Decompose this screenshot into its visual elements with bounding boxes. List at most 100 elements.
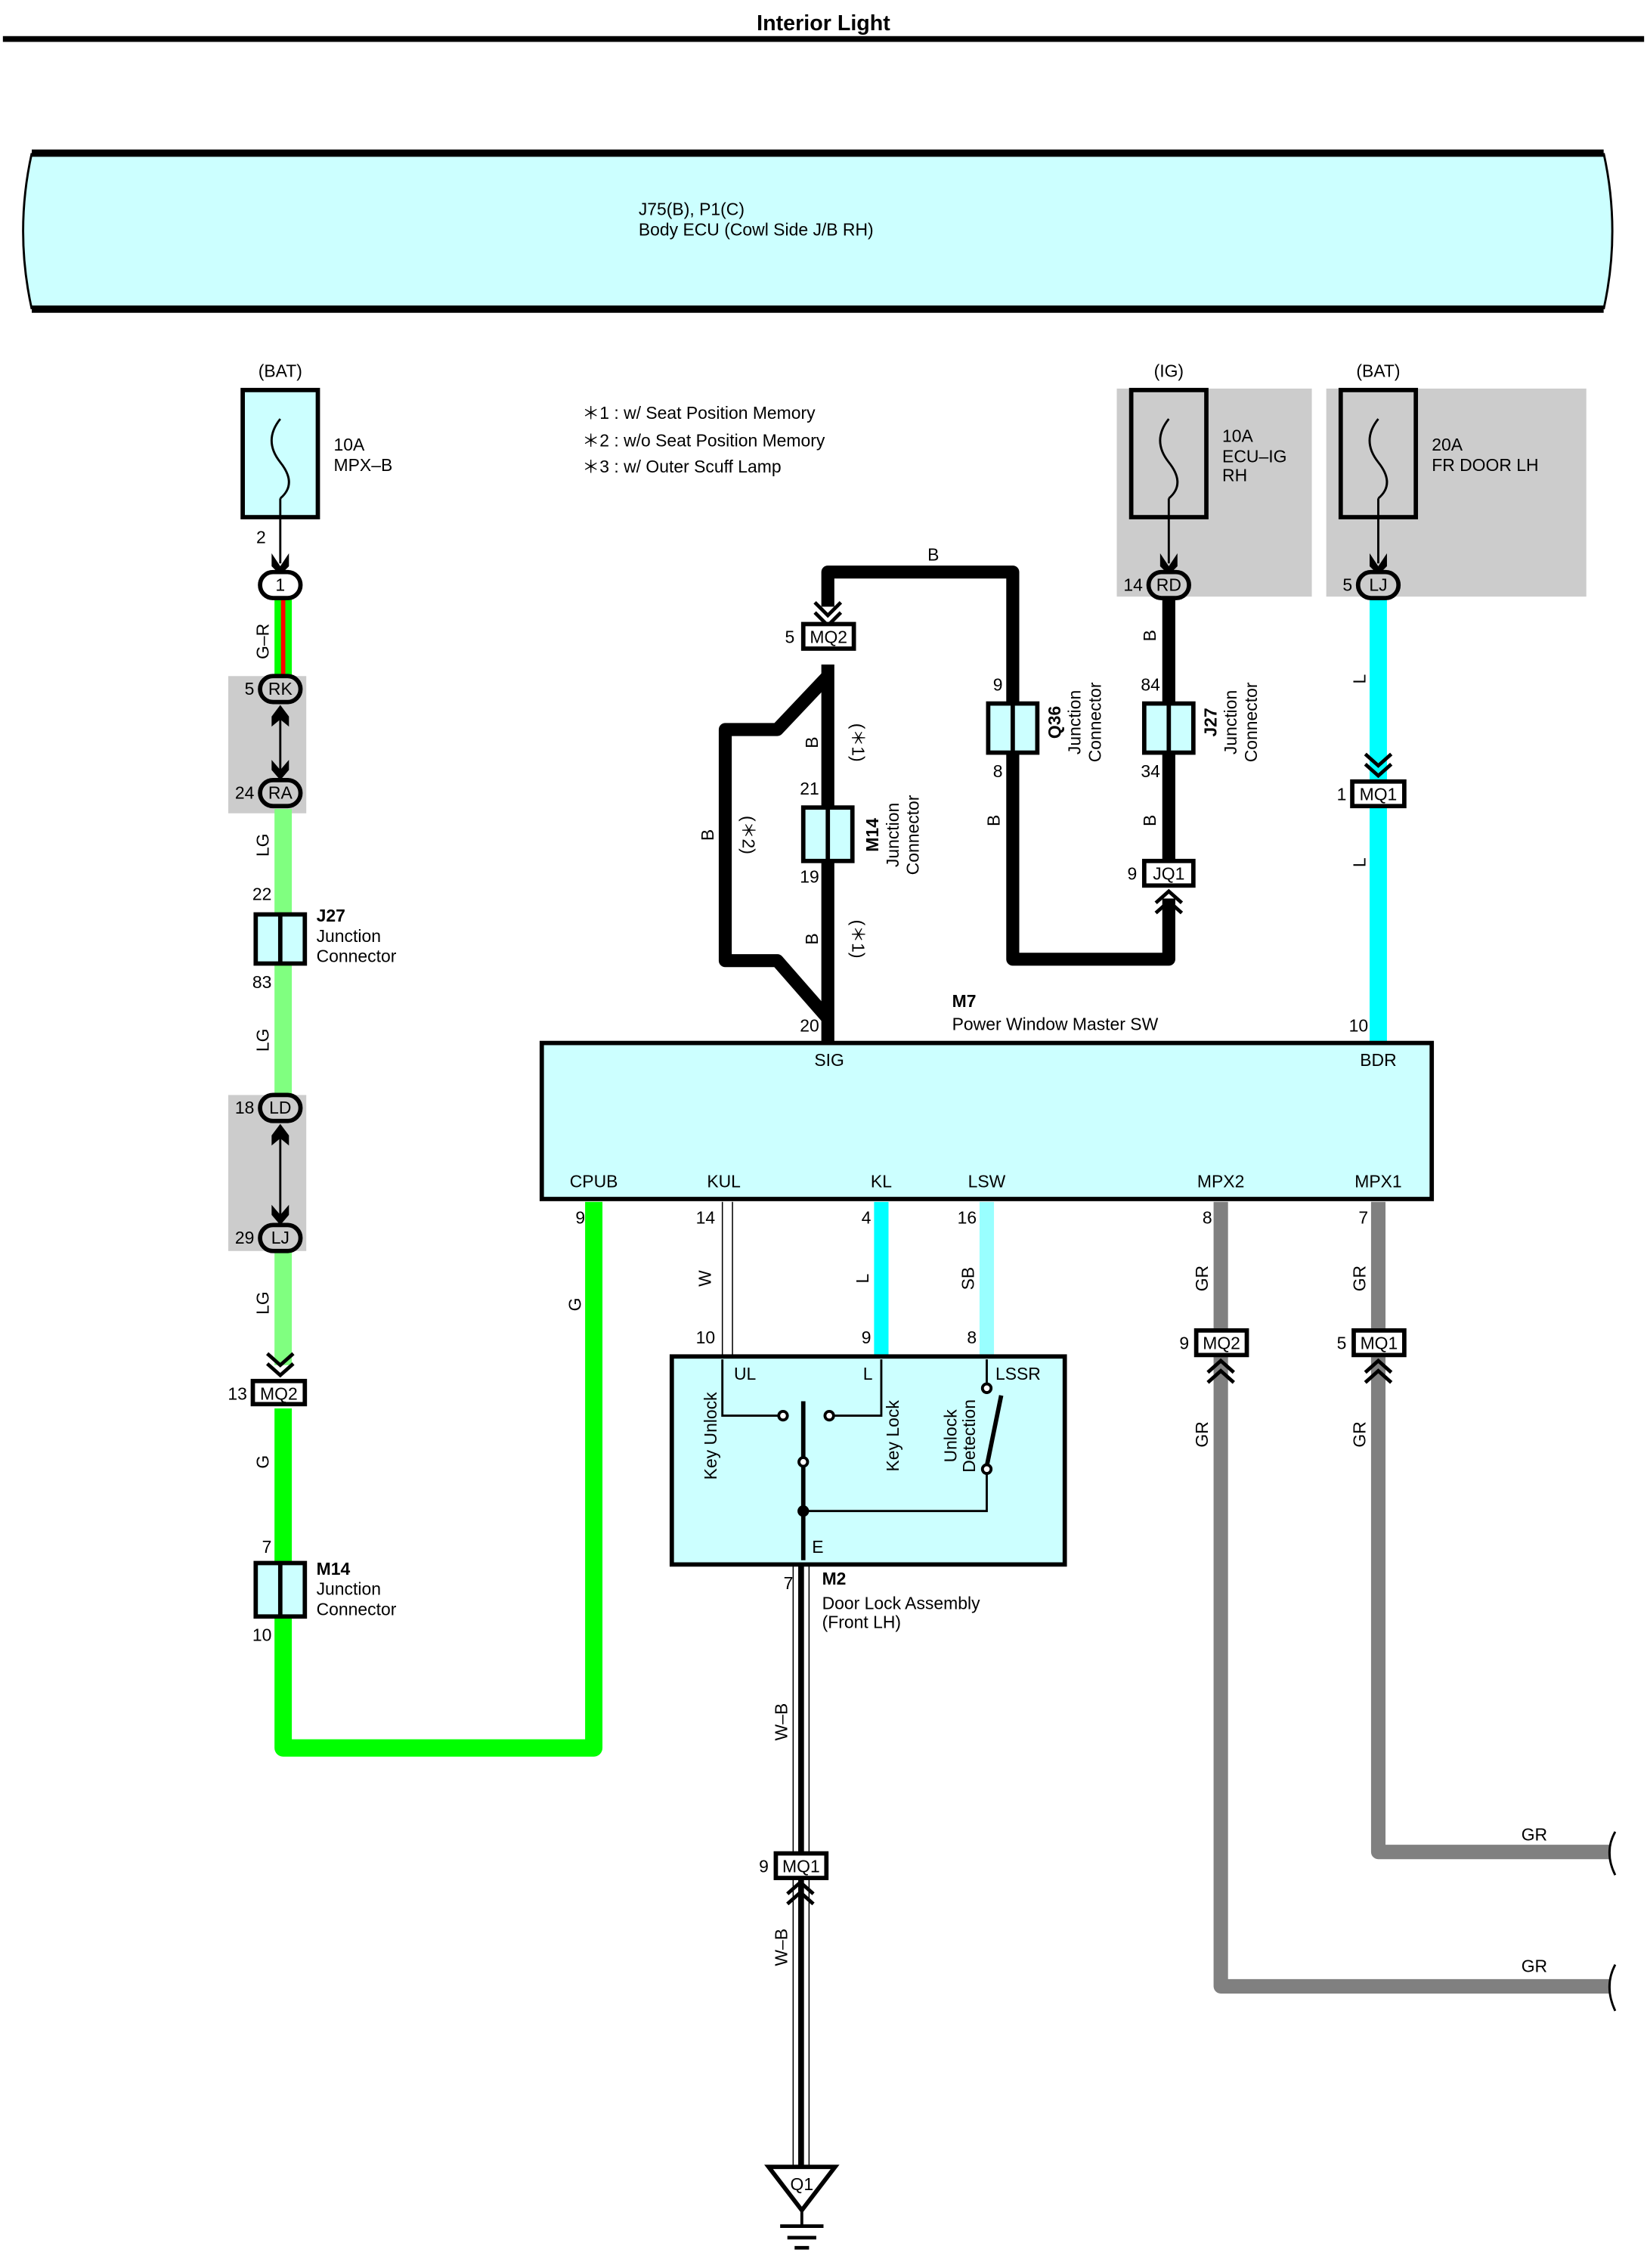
fuse-ecu-ig: (IG) 10A ECU–IG RH bbox=[1128, 361, 1286, 575]
svg-text:9: 9 bbox=[575, 1207, 585, 1227]
svg-text:KL: KL bbox=[871, 1172, 892, 1191]
fuse-icon bbox=[1159, 418, 1179, 500]
wire-label: B bbox=[802, 737, 822, 748]
svg-text:29: 29 bbox=[235, 1228, 255, 1247]
wire-sb bbox=[979, 1201, 995, 1359]
wire-l-kl bbox=[874, 1201, 889, 1359]
switch-blade bbox=[984, 1395, 1004, 1467]
note-ref: (＊2) bbox=[738, 816, 758, 854]
svg-text:5: 5 bbox=[1342, 575, 1352, 595]
svg-text:LSW: LSW bbox=[968, 1172, 1006, 1191]
svg-text:ECU–IG: ECU–IG bbox=[1222, 446, 1286, 466]
svg-text:1: 1 bbox=[1337, 785, 1347, 804]
svg-text:14: 14 bbox=[696, 1207, 716, 1227]
svg-text:Junction: Junction bbox=[317, 1579, 381, 1599]
body-ecu-box bbox=[23, 153, 1613, 309]
connector-arrow-icon bbox=[1154, 888, 1184, 915]
wire-label: W–B bbox=[772, 1929, 791, 1966]
svg-text:Key Unlock: Key Unlock bbox=[701, 1392, 720, 1479]
svg-text:(Front LH): (Front LH) bbox=[822, 1613, 901, 1632]
wire-label: L bbox=[1349, 857, 1369, 867]
wire-label: W–B bbox=[772, 1703, 791, 1741]
svg-text:UL: UL bbox=[734, 1364, 756, 1383]
svg-text:SIG: SIG bbox=[814, 1050, 844, 1070]
svg-text:18: 18 bbox=[235, 1098, 255, 1117]
note-1: ＊1 : w/ Seat Position Memory bbox=[582, 403, 816, 423]
svg-text:Connector: Connector bbox=[1085, 682, 1104, 762]
wire-label: L bbox=[1349, 674, 1369, 684]
svg-text:9: 9 bbox=[759, 1856, 769, 1876]
wire-label: B bbox=[1140, 630, 1159, 641]
wire-gr-mpx1 bbox=[1370, 1201, 1611, 1860]
svg-text:9: 9 bbox=[1128, 864, 1138, 884]
connector-mq2-center: MQ2 5 bbox=[785, 621, 856, 651]
svg-text:MQ1: MQ1 bbox=[1361, 1334, 1398, 1353]
m7-pin-labels: 9 14 4 16 8 7 G W L SB GR GR bbox=[565, 1207, 1369, 1311]
body-ecu-code: J75(B), P1(C) bbox=[639, 200, 745, 219]
svg-text:Q36: Q36 bbox=[1045, 706, 1064, 739]
svg-text:Junction: Junction bbox=[1065, 690, 1085, 754]
svg-text:MQ2: MQ2 bbox=[810, 627, 847, 646]
svg-text:LD: LD bbox=[269, 1098, 291, 1117]
wire-label: B bbox=[927, 544, 939, 564]
svg-text:Junction: Junction bbox=[1221, 690, 1240, 754]
svg-text:Connector: Connector bbox=[903, 795, 923, 875]
m7-power-window-master-sw: M7 Power Window Master SW 20 10 SIG BDR … bbox=[539, 991, 1435, 1201]
svg-text:LSSR: LSSR bbox=[995, 1364, 1041, 1383]
connector-arrow-icon bbox=[1364, 1358, 1393, 1384]
splice-ld: LD 18 bbox=[235, 1092, 303, 1123]
svg-text:24: 24 bbox=[235, 783, 255, 803]
wire-label: LG bbox=[253, 1291, 273, 1315]
svg-text:10: 10 bbox=[1349, 1015, 1369, 1035]
wire-label: LG bbox=[253, 1029, 273, 1052]
wire-lg-2 bbox=[274, 1249, 293, 1365]
svg-text:L: L bbox=[863, 1364, 873, 1383]
svg-text:5: 5 bbox=[785, 627, 795, 646]
svg-text:20: 20 bbox=[800, 1015, 819, 1035]
svg-text:7: 7 bbox=[784, 1573, 794, 1593]
svg-text:2: 2 bbox=[256, 527, 266, 547]
svg-text:21: 21 bbox=[800, 779, 819, 798]
svg-text:7: 7 bbox=[262, 1537, 272, 1557]
connector-mq1-ground: MQ1 9 bbox=[759, 1851, 829, 1880]
wire-g bbox=[274, 1201, 603, 1757]
svg-text:MPX–B: MPX–B bbox=[334, 455, 393, 475]
svg-text:L: L bbox=[853, 1274, 872, 1284]
svg-text:CPUB: CPUB bbox=[570, 1172, 618, 1191]
junction-q36: 9 8 Q36 Junction Connector bbox=[986, 674, 1104, 781]
svg-text:10A: 10A bbox=[1222, 426, 1254, 446]
svg-text:1: 1 bbox=[275, 575, 285, 595]
svg-text:10: 10 bbox=[696, 1328, 716, 1347]
svg-text:16: 16 bbox=[958, 1207, 977, 1227]
fuse-icon bbox=[1368, 418, 1388, 500]
wire-label: B bbox=[984, 815, 1004, 826]
svg-text:83: 83 bbox=[252, 972, 272, 992]
svg-text:M7: M7 bbox=[952, 991, 977, 1011]
svg-text:4: 4 bbox=[862, 1207, 871, 1227]
wire-label: LG bbox=[253, 834, 273, 857]
splice-lj-right: LJ 5 bbox=[1342, 569, 1401, 600]
fuse-icon bbox=[271, 418, 290, 500]
svg-text:Q1: Q1 bbox=[791, 2174, 814, 2194]
svg-text:MQ2: MQ2 bbox=[1203, 1334, 1240, 1353]
svg-text:KUL: KUL bbox=[707, 1172, 741, 1191]
arrow-down-icon bbox=[271, 553, 289, 575]
junction-m14-center: 21 19 M14 Junction Connector bbox=[800, 779, 922, 887]
note-2: ＊2 : w/o Seat Position Memory bbox=[582, 430, 825, 450]
arrow-up-icon bbox=[271, 705, 289, 727]
svg-text:14: 14 bbox=[1123, 575, 1143, 595]
wire-label: G bbox=[253, 1455, 273, 1469]
svg-text:RH: RH bbox=[1222, 465, 1247, 485]
svg-text:Connector: Connector bbox=[1241, 682, 1261, 762]
svg-text:BDR: BDR bbox=[1360, 1050, 1396, 1070]
connector-arrow-icon bbox=[1364, 752, 1393, 779]
splice-bg-bat bbox=[1326, 389, 1587, 597]
break-icon bbox=[1608, 1964, 1617, 2012]
continuation-label: GR bbox=[1522, 1956, 1547, 1975]
svg-text:W: W bbox=[695, 1270, 714, 1287]
svg-text:G: G bbox=[565, 1298, 584, 1312]
svg-text:22: 22 bbox=[252, 884, 272, 903]
svg-text:34: 34 bbox=[1141, 761, 1160, 781]
svg-text:84: 84 bbox=[1141, 674, 1160, 694]
svg-text:(BAT): (BAT) bbox=[259, 361, 302, 381]
